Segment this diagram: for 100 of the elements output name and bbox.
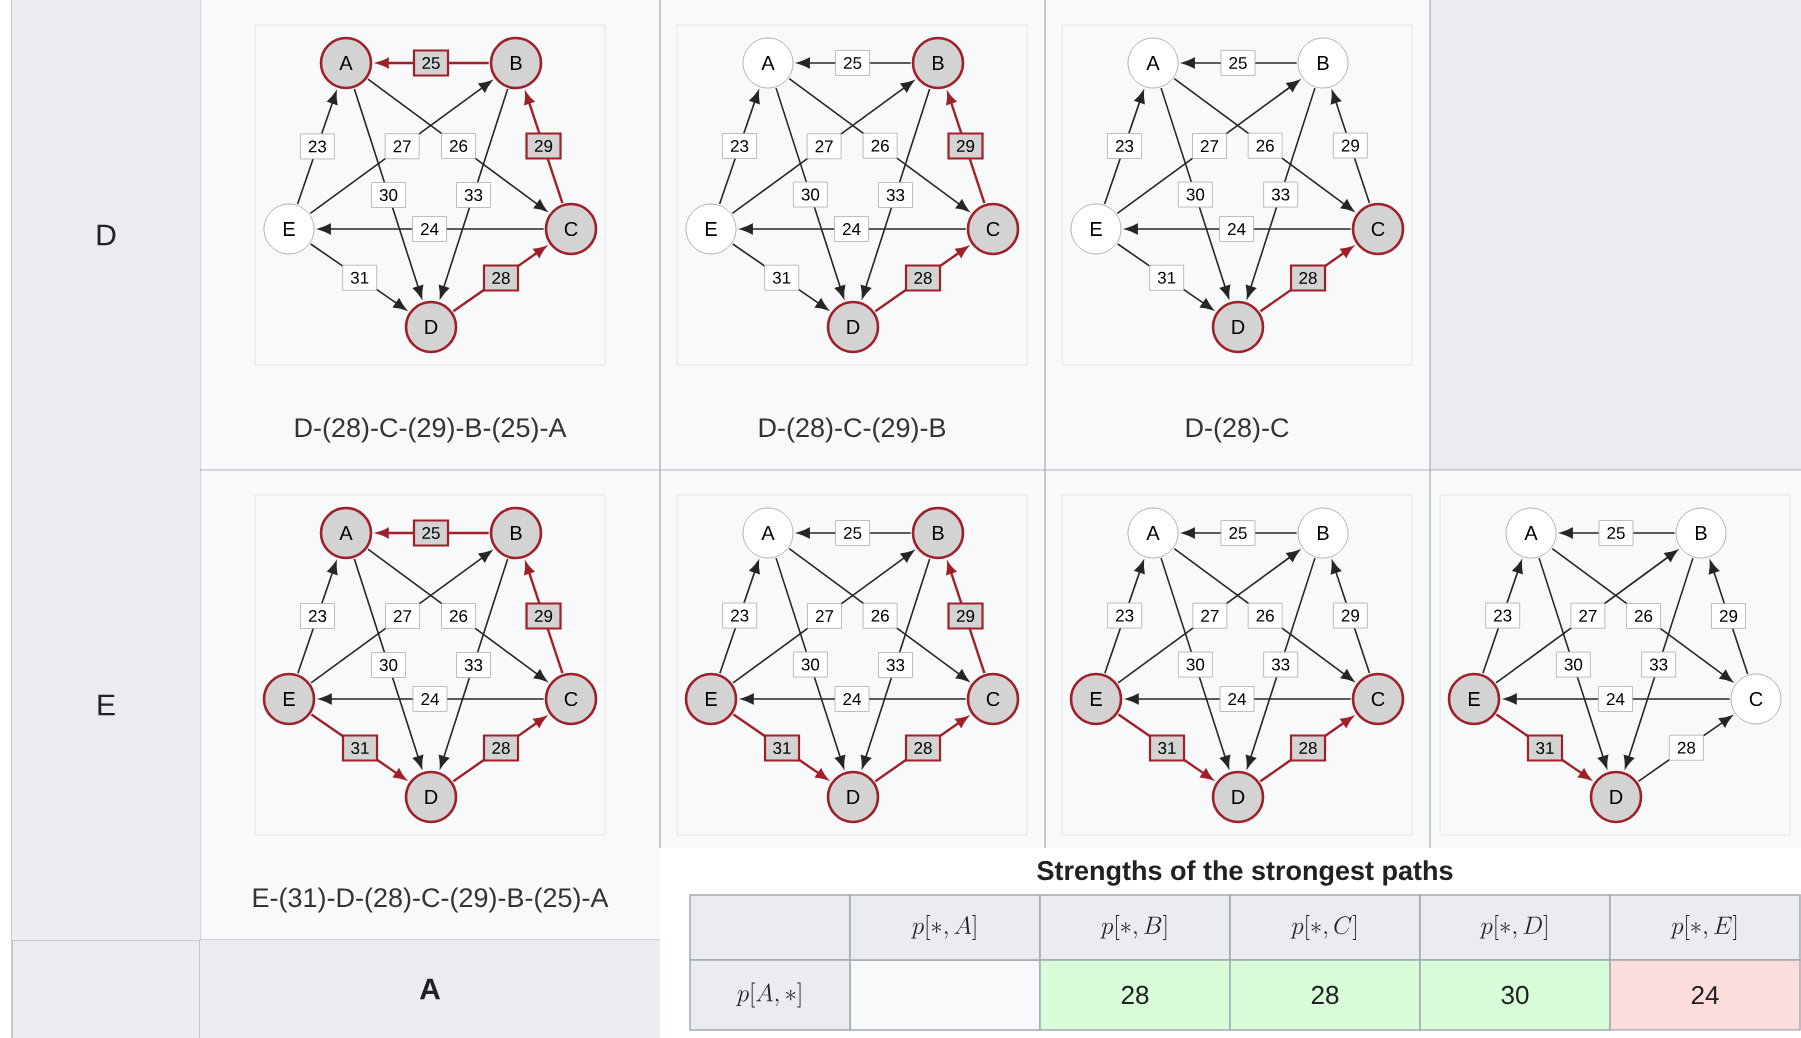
edge-label: 24	[1219, 686, 1255, 712]
edge-label: 26	[1247, 132, 1283, 159]
arrow	[1245, 557, 1316, 769]
edge-label: 28	[1289, 264, 1327, 292]
node-label: E-(31)-D-(28)-C-(29)-B-(25)-A	[253, 887, 609, 913]
edge-label: 31	[342, 264, 378, 291]
edge-label: 30	[793, 651, 828, 678]
edge-label: 29	[947, 602, 984, 630]
edge-label: 30	[1555, 651, 1591, 678]
edge-label: 28	[482, 734, 520, 762]
edge-label: 24	[834, 216, 869, 242]
edge-label: 31	[1149, 264, 1185, 291]
graph-node: B	[489, 506, 543, 560]
table-title: Strengths of the strongest paths	[1037, 860, 1453, 886]
edge-label: 28	[1669, 734, 1704, 761]
graph-node: D	[1211, 300, 1265, 354]
graph-node: B	[911, 36, 965, 90]
edge-label: 25	[412, 49, 450, 77]
edge-label: 27	[1570, 602, 1606, 629]
edge-label: 33	[1263, 651, 1299, 678]
table-cell: $p[*,B]$	[1039, 894, 1231, 961]
graph-node: E	[684, 672, 738, 726]
edge-label: 31	[341, 734, 379, 762]
graph-node: D	[404, 300, 458, 354]
edge-label: 26	[1247, 602, 1283, 629]
graph-node: C	[966, 202, 1020, 256]
edge-label: 25	[1220, 50, 1256, 76]
edge-label: 31	[763, 734, 801, 762]
edge-label: 30	[1178, 651, 1213, 678]
edge-label: 27	[1192, 133, 1227, 159]
edge-label: 31	[764, 264, 800, 291]
edge-label: 24	[412, 686, 448, 712]
edge-label: 29	[1711, 603, 1746, 629]
edge-label: 23	[1485, 602, 1521, 629]
edge-label: 23	[300, 603, 335, 629]
edge-label: 31	[1526, 734, 1564, 762]
edge-label: 29	[1332, 602, 1368, 629]
edge-label: 26	[441, 603, 476, 629]
node-label: D-(28)-C	[1186, 417, 1289, 443]
graph-node: C	[544, 202, 598, 256]
edge-label: 23	[1107, 133, 1142, 159]
graph-node: C	[1351, 202, 1405, 256]
table-cell: 24	[1609, 959, 1801, 1031]
arrow	[775, 87, 846, 299]
edge-label: 25	[412, 519, 450, 547]
edge-label: 27	[385, 603, 420, 629]
edge-label: 30	[1178, 181, 1213, 208]
graph-node: C	[1351, 672, 1405, 726]
arrow	[1623, 557, 1694, 769]
graph-node: D	[826, 300, 880, 354]
graph-node: B	[489, 36, 543, 90]
edge-label: 26	[441, 133, 476, 159]
edge-label: 30	[371, 182, 406, 208]
graph-node: C	[966, 672, 1020, 726]
graph-node: B	[1675, 507, 1727, 559]
graph-node: B	[1297, 37, 1349, 89]
edge-label: 33	[1641, 651, 1677, 678]
table-cell: 30	[1419, 959, 1611, 1031]
graph-node: E	[1070, 203, 1122, 255]
table-cell: 28	[1229, 959, 1421, 1031]
edge-label: 26	[1626, 603, 1661, 629]
edge-label: 33	[878, 182, 913, 208]
table-cell: $p[*,E]$	[1609, 894, 1801, 961]
edge-label: 27	[1192, 602, 1228, 629]
edge-label: 23	[299, 133, 335, 160]
edge-label: 24	[1219, 216, 1254, 242]
graph-node: A	[742, 37, 794, 89]
edge-label: 29	[947, 132, 984, 160]
edge-label: 29	[525, 602, 562, 630]
graph-node: E	[1069, 672, 1123, 726]
edge-label: 25	[1220, 520, 1256, 546]
graph-node: A	[1505, 507, 1557, 559]
edge-label: 33	[878, 652, 913, 678]
graph-node: A	[319, 36, 373, 90]
edge-label: 27	[384, 133, 420, 160]
edge-label: 24	[834, 686, 870, 712]
table-cell: $p[*,C]$	[1229, 894, 1421, 961]
edge-label: 28	[904, 734, 942, 762]
edge-label: 28	[482, 264, 520, 292]
edge-label: 23	[722, 602, 758, 629]
edge-label: 24	[412, 216, 447, 242]
edge-label: 29	[525, 132, 562, 160]
table-cell: $p[A,*]$	[689, 959, 851, 1031]
arrow	[1245, 87, 1316, 299]
arrow	[438, 88, 509, 299]
edge-label: 33	[1263, 181, 1299, 208]
edge-label: 25	[835, 50, 870, 76]
arrow	[1160, 557, 1231, 769]
arrow	[353, 558, 424, 769]
table-cell: $p[*,D]$	[1419, 894, 1611, 961]
edge-label: 29	[1332, 132, 1368, 159]
node-label: D-(28)-C-(29)-B	[759, 417, 946, 443]
graph-node: A	[319, 506, 373, 560]
graph-node: A	[1127, 37, 1179, 89]
arrow	[438, 558, 509, 769]
graph-node: E	[685, 203, 737, 255]
graph-node: D	[826, 770, 880, 824]
edge-label: 26	[862, 132, 898, 159]
edge-label: 28	[1289, 734, 1327, 762]
arrow	[775, 557, 846, 769]
